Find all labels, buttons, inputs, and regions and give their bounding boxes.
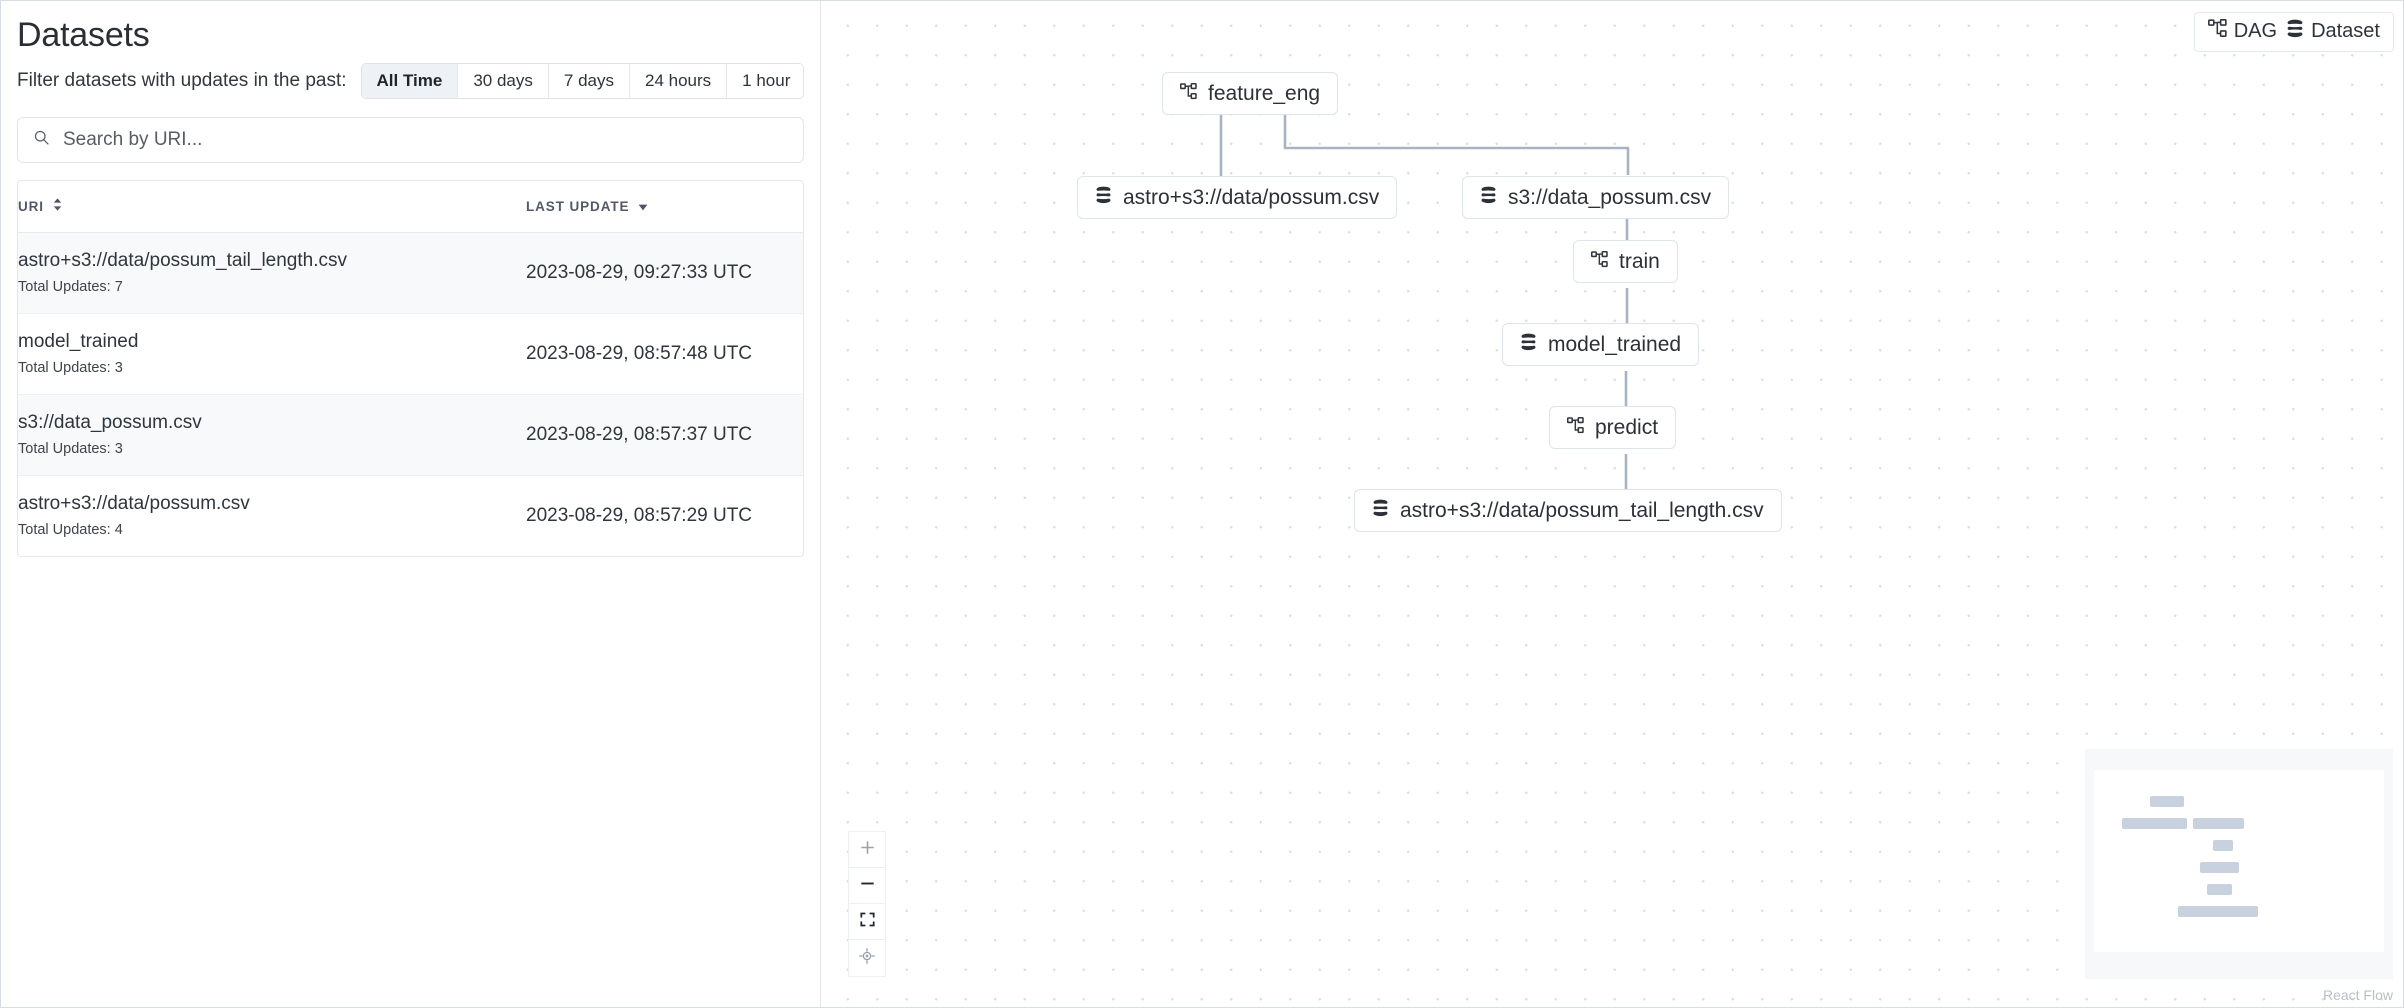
filter-label: Filter datasets with updates in the past… <box>17 70 347 91</box>
column-header-last-update[interactable]: LAST UPDATE <box>526 181 803 234</box>
zoom-in-button[interactable] <box>849 832 885 868</box>
graph-node-label: predict <box>1595 416 1659 439</box>
lock-target-icon <box>859 947 875 969</box>
toggle-interactivity-button[interactable] <box>849 940 885 976</box>
graph-node-feature_eng[interactable]: feature_eng <box>1162 72 1339 115</box>
dataset-icon <box>1095 186 1112 210</box>
column-header-uri-label: URI <box>18 199 44 214</box>
dataset-total-updates: Total Updates: 7 <box>18 279 123 296</box>
legend-dataset-label: Dataset <box>2311 20 2380 42</box>
graph-node-model-trained[interactable]: model_trained <box>1502 323 1700 366</box>
react-flow-attribution[interactable]: React Flow <box>2322 987 2393 1003</box>
legend-dag-label: DAG <box>2233 20 2278 42</box>
zoom-out-button[interactable] <box>849 868 885 904</box>
datasets-table-card: URI LAST UPDATE <box>17 180 804 558</box>
table-row[interactable]: s3://data_possum.csv Total Updates: 3 20… <box>18 394 803 477</box>
graph-node-label: train <box>1619 250 1660 273</box>
time-filter-row: Filter datasets with updates in the past… <box>17 63 804 99</box>
column-header-last-update-label: LAST UPDATE <box>526 199 630 215</box>
dag-icon <box>2207 19 2227 44</box>
graph-node-label: astro+s3://data/possum_tail_length.csv <box>1400 499 1764 522</box>
graph-node-tail-length-csv[interactable]: astro+s3://data/possum_tail_length.csv <box>1354 489 1782 532</box>
graph-node-predict[interactable]: predict <box>1549 406 1677 449</box>
last-update-value: 2023-08-29, 08:57:37 UTC <box>526 423 753 445</box>
graph-node-label: s3://data_possum.csv <box>1508 186 1712 209</box>
legend-dataset: Dataset <box>2286 19 2380 44</box>
page-title: Datasets <box>17 16 150 54</box>
graph-node-data-possum-csv[interactable]: s3://data_possum.csv <box>1462 176 1730 219</box>
filter-7-days[interactable]: 7 days <box>548 64 630 98</box>
graph-node-train[interactable]: train <box>1573 240 1678 283</box>
dataset-total-updates: Total Updates: 3 <box>18 360 123 377</box>
minus-icon <box>860 876 875 896</box>
search-icon <box>33 129 50 151</box>
time-filter-group: All Time 30 days 7 days 24 hours 1 hour <box>360 63 804 99</box>
table-row[interactable]: model_trained Total Updates: 3 2023-08-2… <box>18 313 803 396</box>
minimap-node <box>2213 840 2233 851</box>
dataset-graph-canvas[interactable]: DAG Dataset <box>821 1 2403 1007</box>
dataset-icon <box>1480 186 1497 210</box>
table-cell-last-update: 2023-08-29, 09:27:33 UTC <box>526 232 803 315</box>
dataset-uri-link[interactable]: astro+s3://data/possum_tail_length.csv <box>18 250 347 272</box>
plus-icon <box>860 840 875 860</box>
dag-icon <box>1590 250 1608 274</box>
last-update-value: 2023-08-29, 08:57:48 UTC <box>526 342 753 364</box>
table-cell-uri: model_trained Total Updates: 3 <box>18 313 526 396</box>
table-cell-uri: astro+s3://data/possum.csv Total Updates… <box>18 476 526 556</box>
fit-view-icon <box>859 912 875 932</box>
dataset-icon <box>2286 19 2304 44</box>
legend-dag: DAG <box>2207 19 2278 44</box>
table-cell-last-update: 2023-08-29, 08:57:37 UTC <box>526 394 803 477</box>
dataset-total-updates: Total Updates: 3 <box>18 441 123 458</box>
minimap-node <box>2193 818 2244 829</box>
table-row[interactable]: astro+s3://data/possum_tail_length.csv T… <box>18 232 803 315</box>
dataset-icon <box>1520 333 1537 357</box>
sort-both-icon <box>53 198 62 214</box>
table-cell-last-update: 2023-08-29, 08:57:48 UTC <box>526 313 803 396</box>
last-update-value: 2023-08-29, 08:57:29 UTC <box>526 504 753 526</box>
table-cell-uri: s3://data_possum.csv Total Updates: 3 <box>18 394 526 477</box>
graph-controls <box>848 831 886 977</box>
dataset-uri-link[interactable]: astro+s3://data/possum.csv <box>18 493 250 515</box>
minimap-node <box>2150 796 2184 807</box>
minimap-node <box>2178 906 2258 917</box>
dag-icon <box>1179 82 1197 106</box>
datasets-sidebar: Datasets Filter datasets with updates in… <box>1 1 821 1007</box>
table-row[interactable]: astro+s3://data/possum.csv Total Updates… <box>18 476 803 556</box>
fit-view-button[interactable] <box>849 904 885 940</box>
graph-legend: DAG Dataset <box>2193 12 2394 52</box>
table-header-row: URI LAST UPDATE <box>18 181 803 234</box>
table-cell-last-update: 2023-08-29, 08:57:29 UTC <box>526 476 803 556</box>
sort-desc-icon <box>638 199 648 214</box>
minimap-node <box>2122 818 2187 829</box>
minimap-node <box>2207 884 2232 895</box>
edge-feature_eng-data_possum_csv <box>1283 114 1630 175</box>
graph-node-possum-csv[interactable]: astro+s3://data/possum.csv <box>1077 176 1398 219</box>
minimap-node <box>2200 862 2239 873</box>
graph-node-label: astro+s3://data/possum.csv <box>1123 186 1380 209</box>
datasets-table: URI LAST UPDATE <box>18 181 803 556</box>
filter-30-days[interactable]: 30 days <box>458 64 549 98</box>
dataset-icon <box>1372 499 1389 523</box>
graph-node-label: feature_eng <box>1208 82 1321 105</box>
filter-all-time[interactable]: All Time <box>361 64 459 98</box>
dataset-total-updates: Total Updates: 4 <box>18 522 123 539</box>
graph-node-label: model_trained <box>1548 333 1682 356</box>
column-header-uri[interactable]: URI <box>18 181 526 234</box>
dag-icon <box>1566 416 1584 440</box>
table-cell-uri: astro+s3://data/possum_tail_length.csv T… <box>18 232 526 315</box>
filter-1-hour[interactable]: 1 hour <box>727 64 803 98</box>
minimap-viewport <box>2094 770 2384 952</box>
search-input[interactable] <box>63 129 788 151</box>
filter-24-hours[interactable]: 24 hours <box>629 64 728 98</box>
graph-minimap[interactable] <box>2085 749 2393 979</box>
search-box[interactable] <box>17 117 804 163</box>
last-update-value: 2023-08-29, 09:27:33 UTC <box>526 261 753 283</box>
dataset-uri-link[interactable]: s3://data_possum.csv <box>18 412 202 434</box>
dataset-uri-link[interactable]: model_trained <box>18 331 139 353</box>
